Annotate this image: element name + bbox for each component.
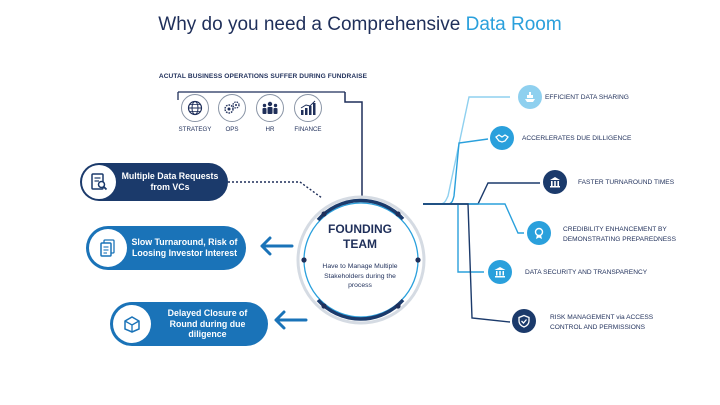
operations-heading: ACUTAL BUSINESS OPERATIONS SUFFER DURING…	[158, 73, 368, 80]
shield-icon	[512, 309, 536, 333]
box-icon	[113, 305, 151, 343]
documents-icon	[89, 229, 127, 267]
badge-icon	[527, 221, 551, 245]
benefit-label: DATA SECURITY AND TRANSPARENCY	[525, 269, 648, 276]
op-label-ops: OPS	[225, 126, 239, 133]
globe-icon	[181, 94, 209, 122]
op-label-hr: HR	[265, 126, 275, 133]
handshake-icon	[490, 126, 514, 150]
title-main: Why do you need a Comprehensive	[158, 14, 466, 35]
founding-team-title: FOUNDING TEAM	[328, 222, 392, 251]
op-label-strategy: STRATEGY	[178, 126, 212, 133]
benefit-label: CREDIBILITY ENHANCEMENT BY DEMONSTRATING…	[563, 226, 676, 243]
problem-text: Multiple Data Requests from VCs	[121, 171, 219, 192]
title-accent: Data Room	[465, 14, 562, 35]
problem-pill-slow-turnaround: Slow Turnaround, Risk of Loosing Investo…	[86, 226, 246, 270]
problem-pill-delayed-closure: Delayed Closure of Round during due dili…	[110, 302, 268, 346]
problem-text: Delayed Closure of Round during due dili…	[167, 307, 248, 340]
page-title: Why do you need a Comprehensive Data Roo…	[0, 14, 720, 36]
bank-icon	[488, 260, 512, 284]
problem-text: Slow Turnaround, Risk of Loosing Investo…	[131, 237, 238, 258]
bar-chart-icon	[294, 94, 322, 122]
benefit-label: FASTER TURNAROUND TIMES	[578, 179, 675, 186]
benefit-label: ACCERLERATES DUE DILLIGENCE	[522, 135, 632, 142]
people-icon	[256, 94, 284, 122]
op-label-finance: FINANCE	[294, 126, 322, 133]
founding-team-subtitle: Have to Manage Multiple Stakeholders dur…	[322, 263, 398, 290]
ship-icon	[518, 85, 542, 109]
gears-icon	[218, 94, 246, 122]
building-icon	[543, 170, 567, 194]
document-search-icon	[82, 165, 116, 199]
benefit-label: RISK MANAGEMENT via ACCESS CONTROL AND P…	[550, 314, 654, 331]
problem-pill-data-requests: Multiple Data Requests from VCs	[80, 163, 228, 201]
benefit-label: EFFICIENT DATA SHARING	[545, 94, 629, 101]
